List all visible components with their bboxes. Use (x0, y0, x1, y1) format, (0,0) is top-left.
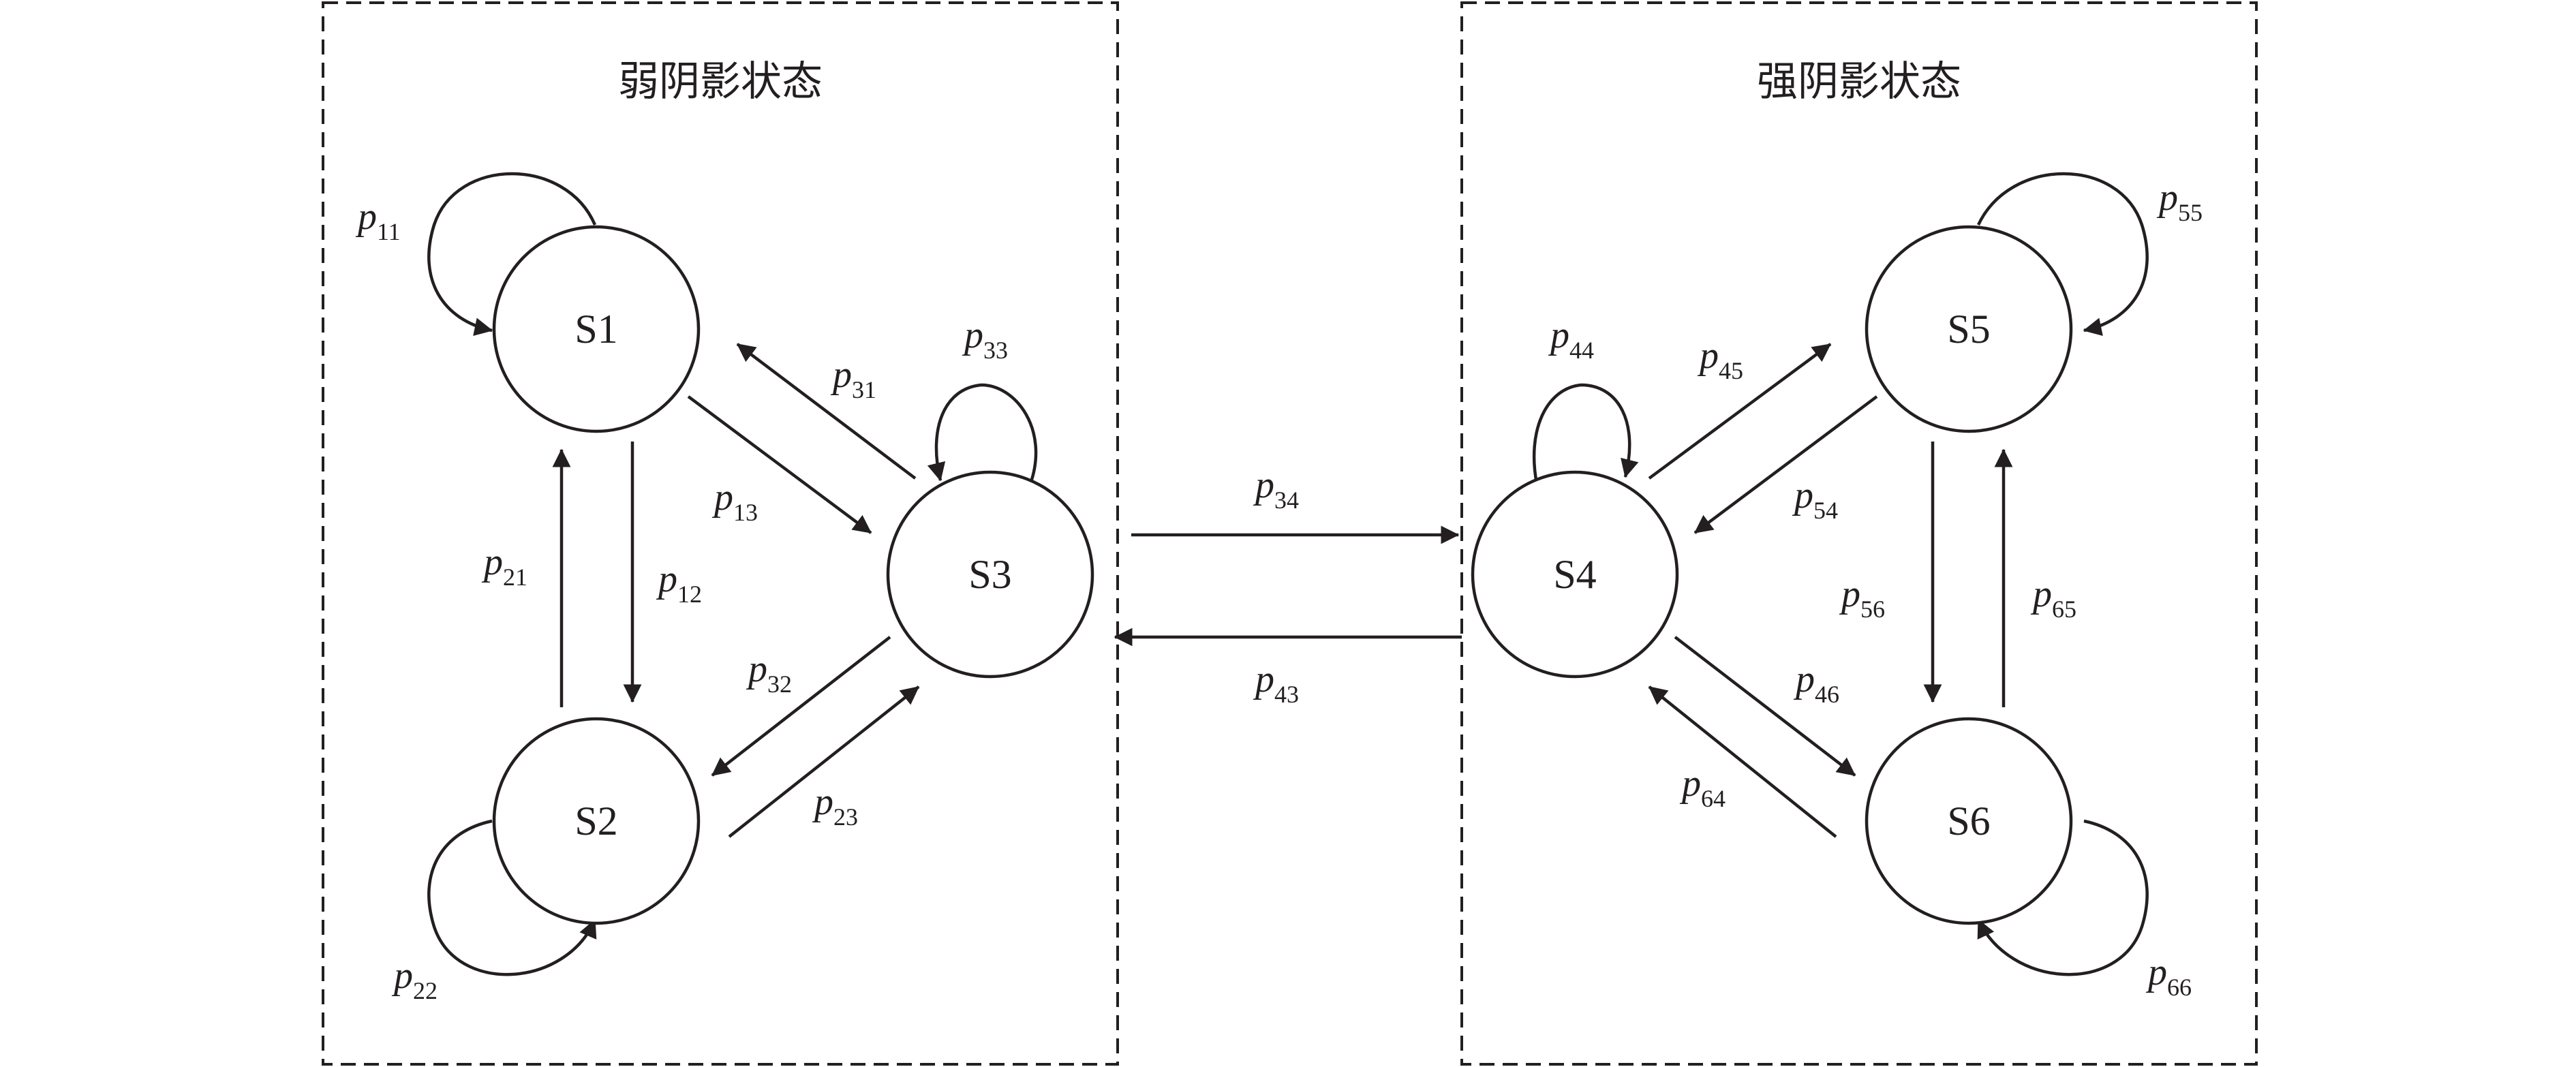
prob-label-p21: p21 (481, 541, 527, 591)
arrow-s6-to-s4 (1648, 685, 1837, 838)
arrow-s5-to-s4 (1693, 395, 1878, 534)
prob-label-p33: p33 (962, 314, 1008, 364)
self-loop-s3 (927, 383, 1038, 484)
prob-label-p34: p34 (1253, 464, 1299, 514)
prob-label-p31: p31 (830, 354, 876, 403)
prob-label-p22: p22 (391, 955, 438, 1004)
arrow-s3-to-s1 (736, 343, 917, 480)
prob-label-p54: p54 (1792, 474, 1838, 524)
self-loop-s1 (427, 172, 597, 336)
prob-label-p46: p46 (1793, 658, 1839, 708)
prob-label-p43: p43 (1253, 658, 1299, 708)
state-node-s5 (1865, 225, 2073, 433)
strong-shadow-title: 强阴影状态 (1757, 58, 1961, 106)
state-label-s1: S1 (574, 307, 617, 352)
arrow-s3-to-s2 (711, 636, 891, 777)
state-node-s4 (1471, 470, 1679, 679)
self-loop-s4 (1532, 383, 1639, 484)
self-loop-s2 (427, 819, 597, 976)
prob-label-p11: p11 (355, 196, 401, 245)
prob-label-p12: p12 (656, 558, 702, 608)
state-label-s3: S3 (968, 552, 1011, 597)
prob-label-p64: p64 (1679, 762, 1726, 812)
state-label-s5: S5 (1947, 307, 1990, 352)
prob-label-p44: p44 (1548, 314, 1594, 364)
prob-label-p45: p45 (1697, 335, 1743, 384)
state-node-s3 (886, 470, 1094, 679)
arrow-s1-to-s3 (687, 395, 872, 534)
state-label-s6: S6 (1947, 799, 1990, 844)
self-loop-s5 (1976, 172, 2149, 336)
prob-label-p32: p32 (746, 648, 792, 698)
weak-shadow-group-box (322, 1, 1119, 1066)
arrow-s2-to-s3 (728, 685, 920, 838)
state-node-s6 (1865, 717, 2073, 925)
state-label-s2: S2 (574, 799, 617, 844)
arrow-s4-to-s6 (1674, 636, 1856, 777)
prob-label-p55: p55 (2156, 176, 2203, 226)
state-node-s1 (492, 225, 701, 433)
state-label-s4: S4 (1553, 552, 1596, 597)
prob-label-p23: p23 (812, 781, 858, 831)
state-node-s2 (492, 717, 701, 925)
prob-label-p56: p56 (1839, 573, 1885, 623)
prob-label-p65: p65 (2030, 573, 2076, 623)
self-loop-s6 (1976, 819, 2149, 976)
arrow-s4-to-s5 (1648, 343, 1832, 480)
prob-label-p13: p13 (711, 476, 758, 526)
strong-shadow-group-box (1460, 1, 2258, 1066)
prob-label-p66: p66 (2145, 951, 2192, 1001)
weak-shadow-title: 弱阴影状态 (618, 58, 823, 106)
